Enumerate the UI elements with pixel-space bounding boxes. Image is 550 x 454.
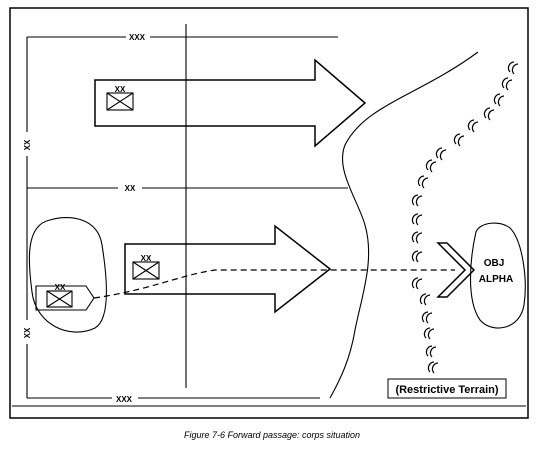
outer-frame xyxy=(9,7,529,419)
unit-symbol-middle: XX xyxy=(132,254,160,280)
terrain-boundary xyxy=(329,51,479,399)
passage-arrow-middle xyxy=(124,224,332,314)
svg-text:XX: XX xyxy=(115,85,126,94)
objective-label-line2: ALPHA xyxy=(479,274,513,285)
division-boundary-left-lower-label: XX xyxy=(23,327,32,338)
corps-boundary-bottom-label: XXX xyxy=(116,395,133,404)
division-boundary-left-upper-label: XX xyxy=(23,139,32,150)
passage-route-dashed xyxy=(93,269,455,299)
svg-text:XX: XX xyxy=(55,283,66,292)
attack-arrow-top xyxy=(94,58,367,148)
objective-arrowhead xyxy=(436,242,476,298)
unit-symbol-top: XX xyxy=(106,85,134,111)
objective-label-line1: OBJ xyxy=(484,258,505,269)
assembly-area xyxy=(28,217,107,333)
objective-alpha xyxy=(469,222,526,329)
terrain-label-box xyxy=(387,378,507,399)
corps-boundary-top-label: XXX xyxy=(129,33,146,42)
division-boundary-mid-label: XX xyxy=(125,184,136,193)
figure-caption: Figure 7-6 Forward passage: corps situat… xyxy=(184,430,360,440)
terrain-label: (Restrictive Terrain) xyxy=(395,384,498,396)
svg-text:XX: XX xyxy=(141,254,152,263)
restrictive-terrain-obstacles xyxy=(411,61,519,374)
unit-symbol-assembly: XX xyxy=(35,283,95,311)
